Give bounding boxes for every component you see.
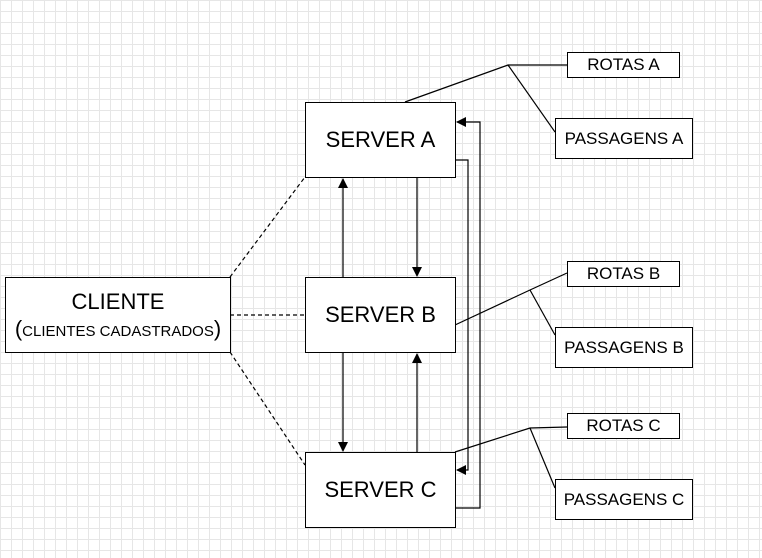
server-a-node[interactable]: SERVER A: [305, 102, 456, 178]
passagens-a-node[interactable]: PASSAGENS A: [555, 118, 693, 159]
cliente-subtitle: (CLIENTES CADASTRADOS): [14, 316, 222, 341]
rotas-b-node[interactable]: ROTAS B: [567, 261, 680, 287]
edge-cliente-server-c: [229, 351, 306, 466]
rotas-c-node[interactable]: ROTAS C: [567, 413, 680, 439]
edge-a-passagens: [507, 64, 556, 133]
edge-b-passagens: [529, 289, 556, 336]
arrow-c-to-a-loop: [455, 117, 481, 509]
passagens-b-node[interactable]: PASSAGENS B: [555, 327, 693, 368]
rotas-a-node[interactable]: ROTAS A: [567, 52, 680, 78]
edge-cliente-server-a: [229, 176, 306, 278]
server-b-node[interactable]: SERVER B: [305, 277, 456, 353]
passagens-c-node[interactable]: PASSAGENS C: [555, 479, 693, 520]
edge-c-passagens: [529, 427, 556, 489]
cliente-title: CLIENTE: [71, 288, 165, 314]
arrow-a-to-c-loop: [455, 159, 469, 475]
cliente-node[interactable]: CLIENTE (CLIENTES CADASTRADOS): [5, 277, 231, 353]
edge-server-c-data: [454, 426, 568, 453]
edge-server-a-data: [404, 64, 567, 103]
edge-server-b-data: [454, 272, 568, 326]
server-c-node[interactable]: SERVER C: [305, 452, 456, 528]
